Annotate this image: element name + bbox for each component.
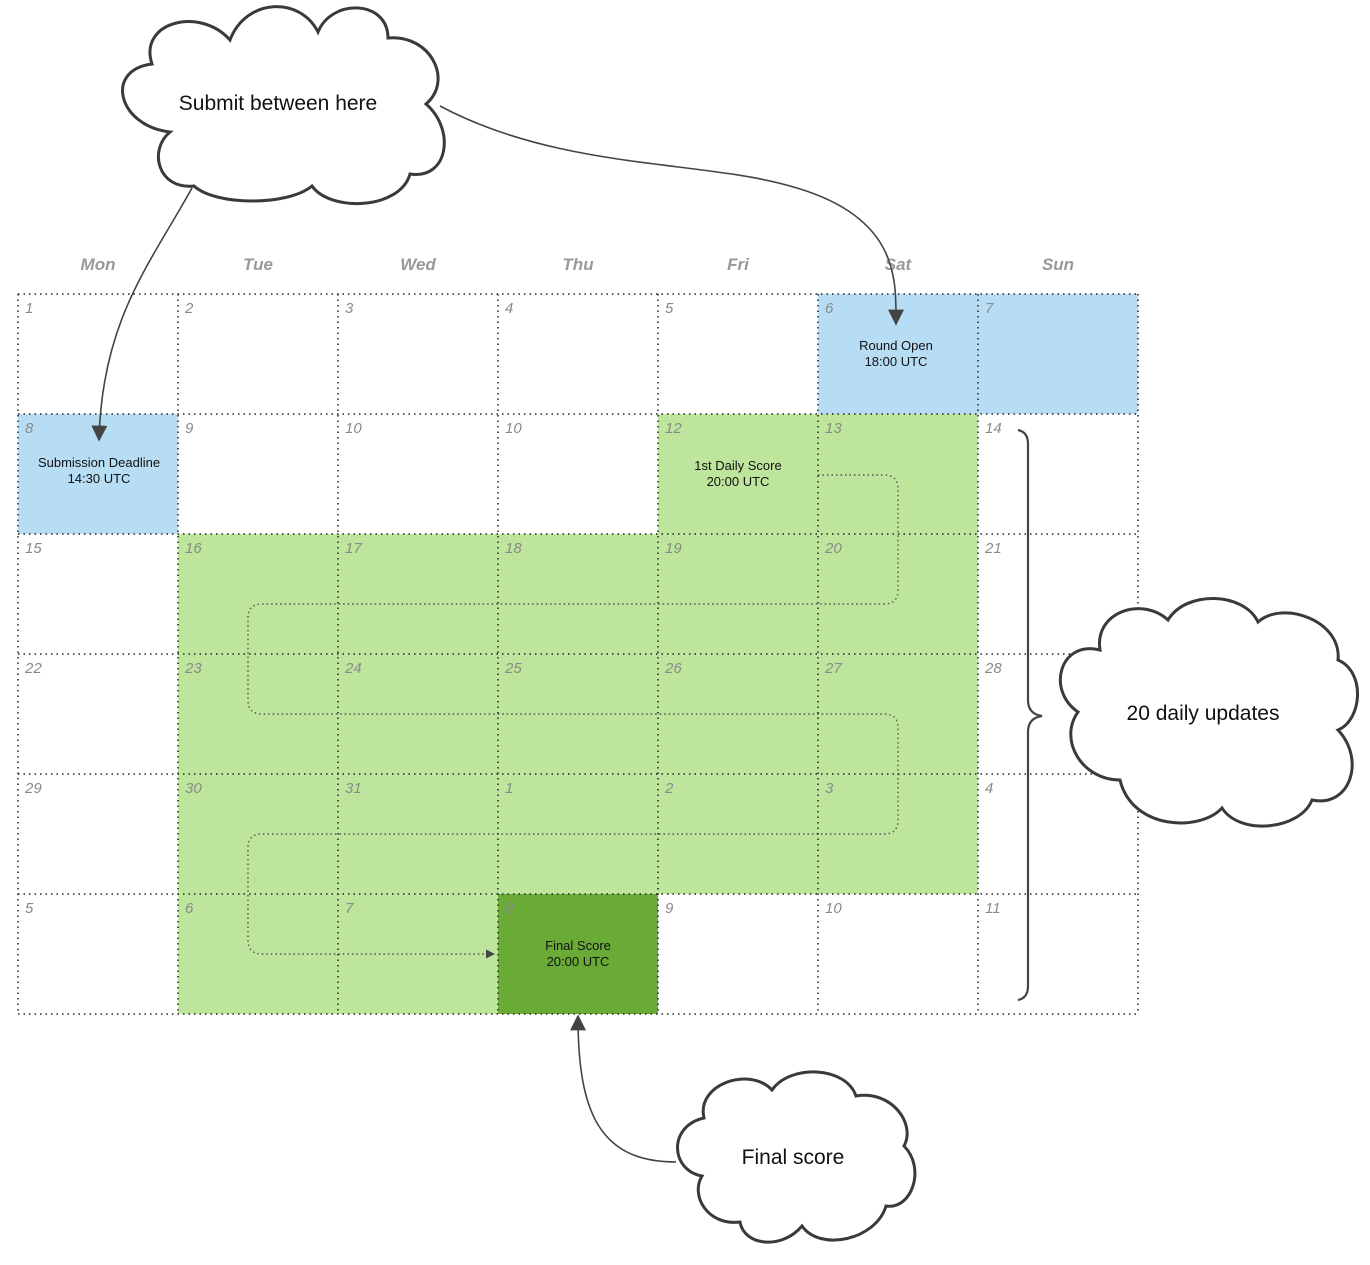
day-number: 29: [24, 780, 42, 797]
callout-text: Final score: [742, 1146, 845, 1169]
weekday-headers: Mon Tue Wed Thu Fri Sat Sun: [81, 255, 1075, 274]
day-number: 16: [185, 540, 202, 557]
cell-fill-scoring: [178, 654, 338, 774]
callout-text: Submit between here: [179, 92, 377, 115]
day-number: 21: [984, 540, 1002, 557]
day-number: 28: [984, 660, 1002, 677]
cell-fill-scoring: [658, 414, 818, 534]
weekday-sat: Sat: [885, 255, 913, 274]
daily-updates-cloud: 20 daily updates: [1059, 597, 1359, 828]
event-time: 14:30 UTC: [68, 471, 131, 486]
arrow-to-round-open: [439, 105, 905, 326]
day-number: 31: [345, 780, 362, 797]
day-number: 12: [665, 420, 682, 437]
day-number: 17: [345, 540, 362, 557]
day-number: 1: [505, 780, 513, 797]
cell-fill-scoring: [658, 534, 818, 654]
day-number: 2: [664, 780, 674, 797]
cloud-shape: [676, 1070, 917, 1244]
day-number: 7: [985, 300, 994, 317]
day-number: 15: [25, 540, 42, 557]
day-number: 19: [665, 540, 682, 557]
arrow-to-submission-deadline: [91, 187, 193, 442]
event-final-score: Final Score 20:00 UTC: [545, 938, 611, 969]
day-number: 26: [664, 660, 682, 677]
day-number: 14: [985, 420, 1002, 437]
day-number: 8: [25, 420, 34, 437]
day-number: 4: [505, 300, 513, 317]
cell-fill-scoring: [498, 654, 658, 774]
event-time: 20:00 UTC: [707, 474, 770, 489]
event-time: 18:00 UTC: [865, 354, 928, 369]
weekday-wed: Wed: [400, 255, 436, 274]
day-number: 10: [345, 420, 362, 437]
cell-fill-scoring: [338, 894, 498, 1014]
weekday-mon: Mon: [81, 255, 116, 274]
day-number: 6: [185, 900, 194, 917]
daily-updates-brace: [1017, 428, 1043, 1002]
day-number: 4: [985, 780, 993, 797]
event-round-open: Round Open 18:00 UTC: [859, 338, 933, 369]
day-number: 1: [25, 300, 33, 317]
day-number: 11: [985, 900, 1001, 917]
cell-fill-scoring: [818, 534, 978, 654]
day-number: 6: [825, 300, 834, 317]
day-number: 2: [184, 300, 194, 317]
day-number: 25: [504, 660, 522, 677]
event-title: 1st Daily Score: [694, 458, 781, 473]
event-time: 20:00 UTC: [547, 954, 610, 969]
cell-fill-scoring: [818, 414, 978, 534]
day-number: 10: [505, 420, 522, 437]
day-number: 3: [345, 300, 354, 317]
cloud-shape: [121, 5, 446, 205]
day-number: 24: [344, 660, 362, 677]
event-title: Round Open: [859, 338, 933, 353]
cell-fill-final: [498, 894, 658, 1014]
cell-fill-scoring: [498, 534, 658, 654]
event-title: Final Score: [545, 938, 611, 953]
day-number: 3: [825, 780, 834, 797]
weekday-fri: Fri: [727, 255, 750, 274]
event-first-daily-score: 1st Daily Score 20:00 UTC: [694, 458, 781, 489]
day-number: 23: [184, 660, 202, 677]
calendar-grid: [17, 293, 1139, 1015]
cell-fill-scoring: [178, 534, 338, 654]
arrow-to-final-score: [570, 1014, 677, 1163]
event-title: Submission Deadline: [38, 455, 160, 470]
day-number: 27: [824, 660, 842, 677]
day-number: 30: [185, 780, 202, 797]
weekday-sun: Sun: [1042, 255, 1074, 274]
day-number: 5: [25, 900, 34, 917]
cloud-shape: [1059, 597, 1359, 828]
weekday-tue: Tue: [243, 255, 273, 274]
cell-fill-open: [978, 294, 1138, 414]
day-number: 9: [665, 900, 674, 917]
day-number: 10: [825, 900, 842, 917]
day-number: 18: [505, 540, 522, 557]
day-number: 8: [505, 900, 514, 917]
cell-fill-scoring: [178, 774, 338, 894]
day-number: 20: [824, 540, 842, 557]
cell-fill-scoring: [658, 654, 818, 774]
callout-text: 20 daily updates: [1127, 702, 1280, 725]
day-number: 5: [665, 300, 674, 317]
cell-fill-scoring: [338, 534, 498, 654]
cell-fill-scoring: [658, 774, 818, 894]
day-number: 22: [24, 660, 42, 677]
daily-update-path: [247, 474, 899, 959]
event-submission-deadline: Submission Deadline 14:30 UTC: [38, 455, 160, 486]
weekday-thu: Thu: [562, 255, 594, 274]
day-number: 13: [825, 420, 842, 437]
day-number: 9: [185, 420, 194, 437]
day-number: 7: [345, 900, 354, 917]
submit-cloud: Submit between here: [121, 5, 446, 205]
final-score-cloud: Final score: [676, 1070, 917, 1244]
